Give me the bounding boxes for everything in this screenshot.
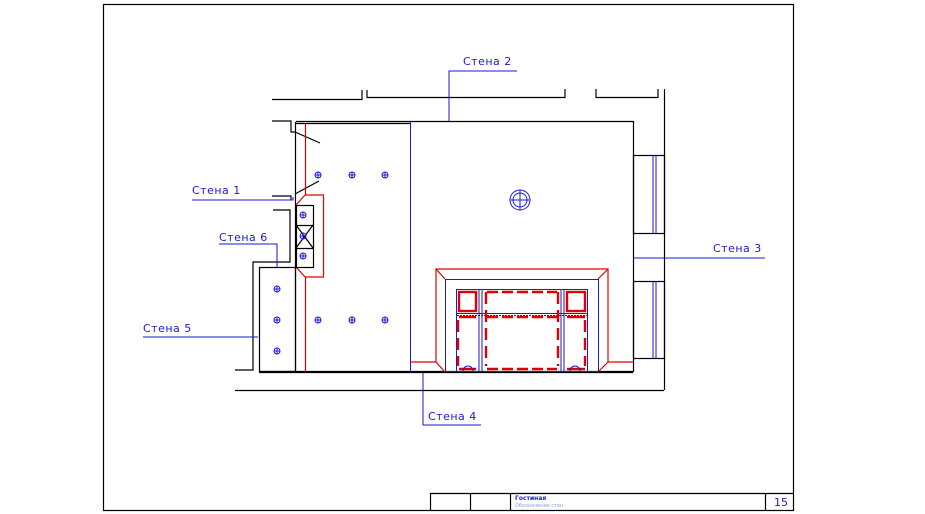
wall-label-1: Стена 1 bbox=[192, 184, 294, 201]
wall-label-6: Стена 6 bbox=[219, 231, 278, 267]
wall-label-3: Стена 3 bbox=[634, 242, 765, 259]
spotlights bbox=[273, 171, 389, 355]
spotlight-icon bbox=[273, 347, 281, 355]
left-wall-structure bbox=[235, 120, 411, 373]
spotlight-icon bbox=[314, 316, 322, 324]
sheet-frame bbox=[102, 3, 795, 512]
spotlight-icon bbox=[299, 211, 307, 219]
vent-shaft bbox=[295, 204, 315, 269]
wall-unit bbox=[410, 268, 633, 373]
spotlight-icon bbox=[299, 232, 307, 240]
spotlight-icon bbox=[348, 316, 356, 324]
spotlight-icon bbox=[299, 252, 307, 260]
wall-label-2: Стена 2 bbox=[448, 55, 517, 121]
spotlight-icon bbox=[348, 171, 356, 179]
spotlight-icon bbox=[273, 285, 281, 293]
spotlight-icon bbox=[381, 171, 389, 179]
wall-label-5: Стена 5 bbox=[143, 322, 258, 338]
wall-label-1-text: Стена 1 bbox=[192, 184, 241, 197]
wall-label-4-text: Стена 4 bbox=[428, 410, 477, 423]
spotlight-icon bbox=[314, 171, 322, 179]
wall-label-4: Стена 4 bbox=[422, 373, 481, 426]
title-block: Гостиная Обозначение стен 15 bbox=[429, 492, 793, 510]
ceiling-light-icon bbox=[509, 189, 531, 211]
wall-label-6-text: Стена 6 bbox=[219, 231, 268, 244]
title-block-title: Гостиная bbox=[515, 495, 546, 502]
wall-label-2-text: Стена 2 bbox=[463, 55, 512, 68]
title-block-subtitle: Обозначение стен bbox=[515, 503, 563, 509]
spotlight-icon bbox=[273, 316, 281, 324]
wall-label-3-text: Стена 3 bbox=[713, 242, 762, 255]
cabinet bbox=[258, 266, 297, 373]
sheet-number: 15 bbox=[774, 496, 788, 509]
wall-label-5-text: Стена 5 bbox=[143, 322, 192, 335]
spotlight-icon bbox=[381, 316, 389, 324]
